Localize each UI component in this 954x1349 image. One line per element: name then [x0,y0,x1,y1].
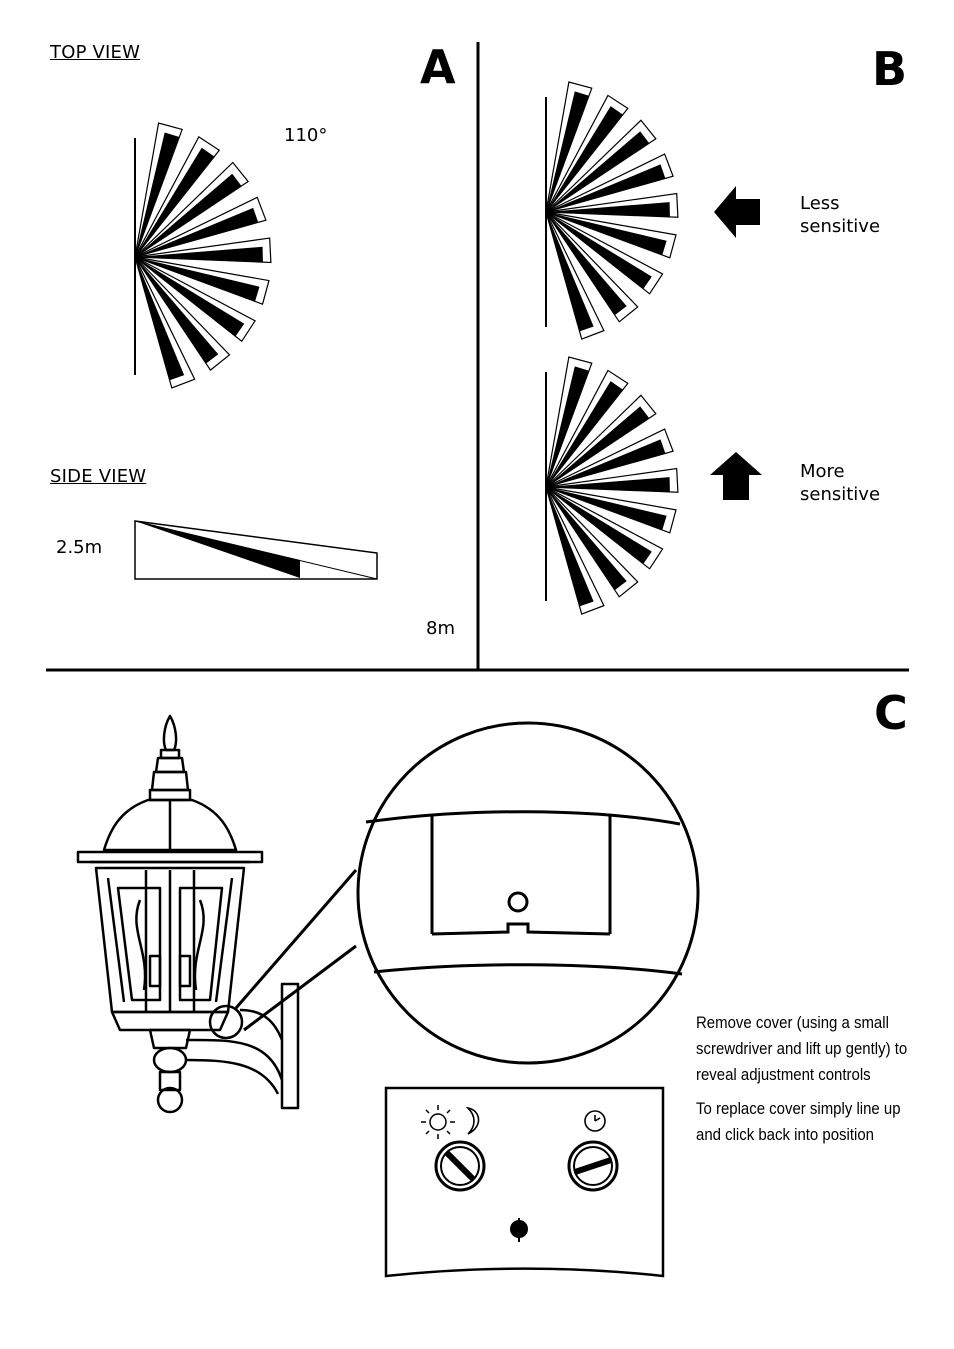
more-line-1: More [800,461,845,482]
arrow-left-icon [714,186,760,238]
indicator-led [510,1218,528,1242]
panel-letter-c: C [874,686,908,740]
less-line-1: Less [800,193,840,214]
remove-cover-instruction: Remove cover (using a small screwdriver … [696,1010,907,1088]
less-sensitive-beam [546,212,627,316]
arrow-up-icon [710,452,762,500]
less-sensitive-beam [546,212,652,289]
less-sensitive-beam [546,212,594,332]
top-view-beam-outline [134,256,196,389]
less-sensitive-beam [546,106,623,212]
less-sensitive-beam [546,131,650,212]
more-sensitive-beam [546,487,652,564]
top-view-beam [135,257,185,381]
light-level-dial[interactable] [430,1136,490,1196]
top-view-beam [135,132,180,257]
top-view-beam [135,246,263,263]
top-view-beam [135,173,242,257]
more-sensitive-beam-outline [545,486,605,615]
remove-line-1: Remove cover (using a small [696,1013,889,1032]
panel-letter-a: A [420,40,456,94]
more-sensitive-beam [546,366,590,487]
replace-line-1: To replace cover simply line up [696,1099,901,1118]
less-sensitive-beam [546,212,667,256]
remove-line-2: screwdriver and lift up gently) to [696,1039,908,1058]
height-label: 2.5m [56,537,103,558]
top-view-beam [135,207,259,257]
top-view-beam [135,257,260,302]
top-view-beam [135,147,215,257]
remove-line-3: reveal adjustment controls [696,1065,871,1084]
more-sensitive-beam [546,487,594,607]
less-sensitive-label: Less sensitive [800,192,880,238]
top-view-beam [135,257,245,337]
more-sensitive-label: More sensitive [800,460,880,506]
moon-icon [465,1106,480,1135]
more-sensitive-beam [546,439,666,487]
side-view-heading: SIDE VIEW [50,466,147,487]
more-sensitive-beam [546,487,627,591]
replace-cover-instruction: To replace cover simply line up and clic… [696,1096,901,1148]
less-sensitive-beam [546,91,590,212]
top-view-beam-outline [134,196,267,258]
more-line-2: sensitive [800,484,881,505]
less-sensitive-beam-outline [545,211,605,340]
more-sensitive-beam [546,406,650,487]
sun-icon [421,1105,455,1139]
less-sensitive-beam [546,164,666,212]
replace-line-2: and click back into position [696,1125,874,1144]
detection-angle-label: 110° [284,125,328,146]
clock-icon [584,1110,606,1132]
top-view-heading: TOP VIEW [50,42,141,63]
distance-label: 8m [426,618,455,639]
less-line-2: sensitive [800,216,881,237]
top-view-beam [135,257,219,364]
timer-dial[interactable] [563,1136,623,1196]
less-sensitive-beam [546,202,670,217]
more-sensitive-beam [546,477,670,492]
panel-letter-b: B [872,42,908,96]
more-sensitive-beam [546,381,623,487]
more-sensitive-beam [546,487,667,531]
